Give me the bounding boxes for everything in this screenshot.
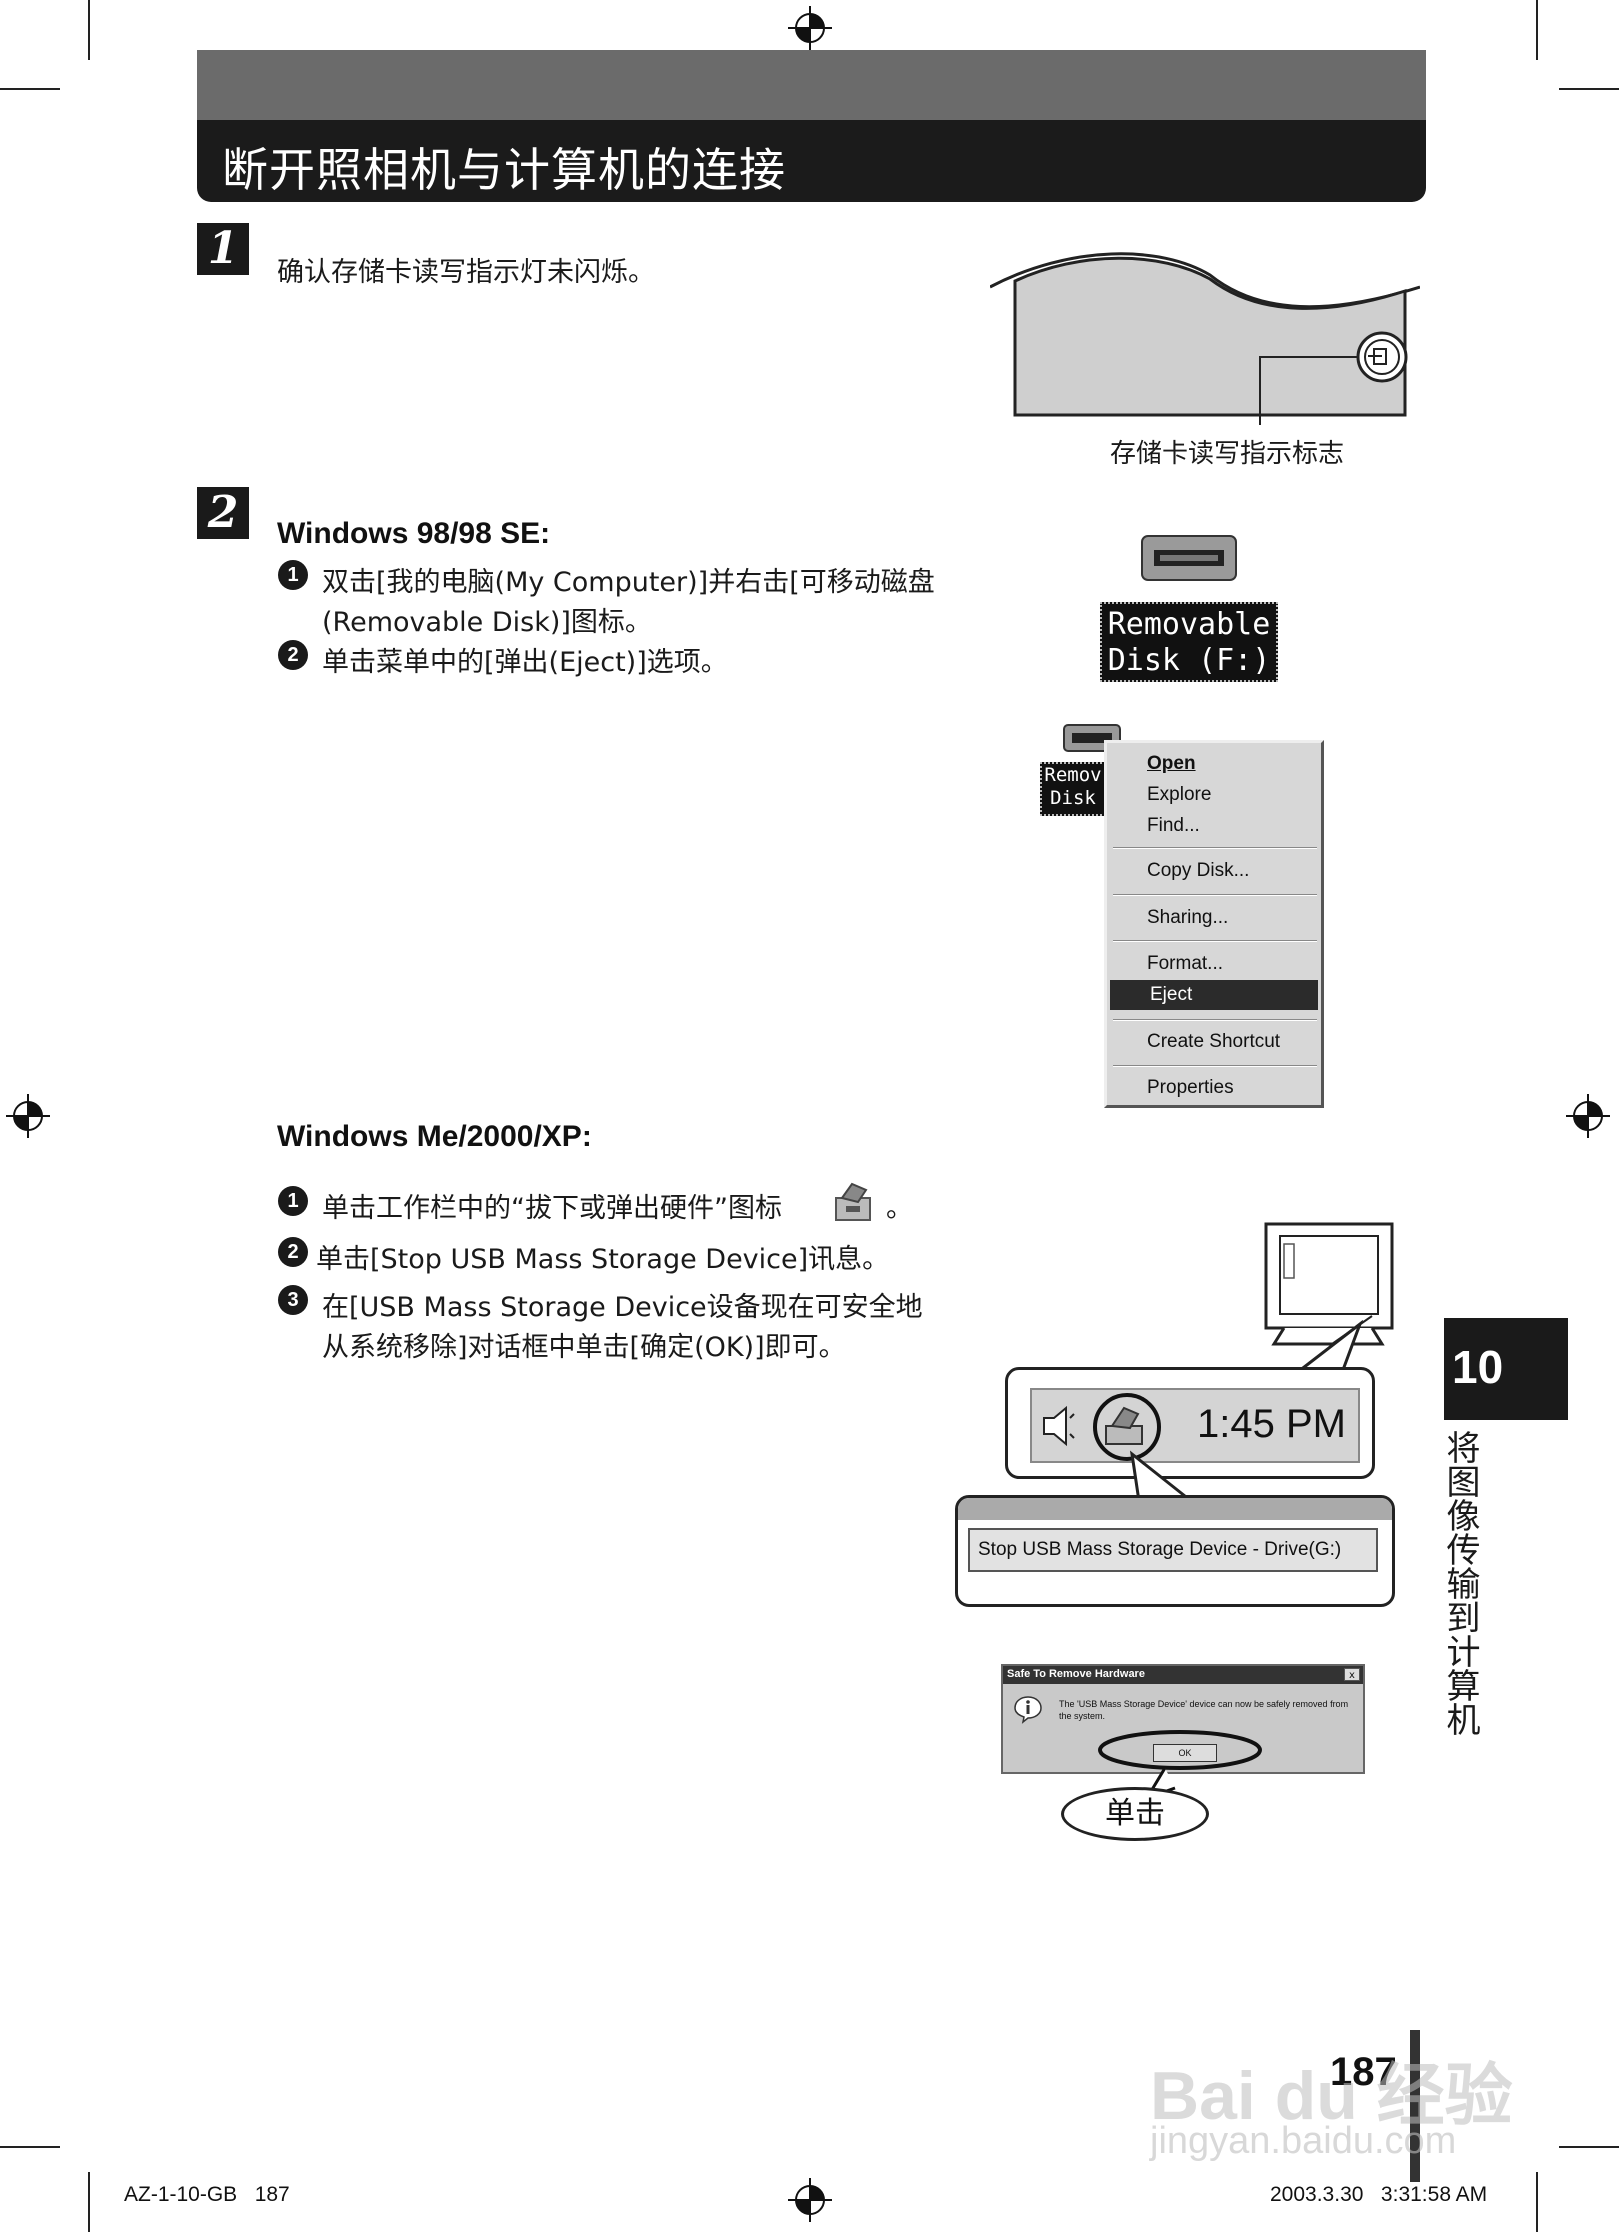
menu-item-format[interactable]: Format... [1147,953,1224,974]
registration-mark-icon [1566,1094,1610,1138]
menu-item-explore[interactable]: Explore [1147,784,1212,805]
registration-mark-icon [788,6,832,50]
win98-step-1-line1: 双击[我的电脑(My Computer)]并右击[可移动磁盘 [322,567,935,598]
title-banner: 断开照相机与计算机的连接 [197,50,1426,202]
stop-callout-header [958,1498,1392,1520]
menu-separator [1113,1019,1317,1021]
step-1-number: 1 [197,223,249,275]
taskbar-tray-callout: 1:45 PM [1005,1367,1375,1479]
menu-item-create-shortcut[interactable]: Create Shortcut [1147,1031,1281,1052]
dialog-message: The 'USB Mass Storage Device' device can… [1059,1699,1349,1721]
step-2-number: 2 [197,487,249,539]
menu-separator [1113,1065,1317,1067]
stop-callout-pointer [1129,1450,1201,1510]
winme-step-2-line1: 单击[Stop USB Mass Storage Device]讯息。 [316,1244,890,1275]
page-title: 断开照相机与计算机的连接 [222,143,786,197]
page-number: 187 [1330,2050,1397,2094]
winme-step-3-badge: 3 [278,1285,308,1315]
menu-item-properties[interactable]: Properties [1147,1077,1234,1098]
unplug-eject-hardware-icon[interactable] [1092,1392,1162,1462]
menu-separator [1113,847,1317,849]
context-menu: Open Explore Find... Copy Disk... Sharin… [1104,740,1324,1108]
info-icon [1014,1696,1042,1724]
removable-disk-label[interactable]: Removable Disk (F:) [1100,602,1278,682]
system-tray: 1:45 PM [1030,1388,1360,1463]
removable-disk-icon[interactable] [1140,532,1240,586]
footer-left: AZ-1-10-GB 187 [124,2183,290,2206]
tray-callout-pointer [1289,1320,1364,1380]
winme-heading: Windows Me/2000/XP: [277,1120,592,1153]
crop-mark [1559,88,1619,90]
crop-mark [0,88,60,90]
step-1-text: 确认存储卡读写指示灯未闪烁。 [277,257,655,288]
crop-mark [88,0,90,60]
watermark-url: jingyan.baidu.com [1150,2120,1457,2162]
tray-clock: 1:45 PM [1197,1402,1346,1446]
menu-item-open[interactable]: Open [1147,753,1196,774]
indicator-label: 存储卡读写指示标志 [1110,439,1345,469]
menu-item-find[interactable]: Find... [1147,815,1200,836]
small-disk-label-line1: Remov [1044,764,1102,786]
registration-mark-icon [6,1094,50,1138]
winme-step-1-line1: 单击工作栏中的“拔下或弹出硬件”图标 [322,1193,782,1224]
registration-mark-icon [788,2178,832,2222]
winme-step-2-badge: 2 [278,1237,308,1267]
win98-heading: Windows 98/98 SE: [277,517,551,550]
winme-step-3-line2: 从系统移除]对话框中单击[确定(OK)]即可。 [322,1332,846,1363]
crop-mark [1536,2172,1538,2232]
small-disk-label-line2: Disk [1050,787,1096,809]
dialog-close-button[interactable]: x [1344,1668,1360,1681]
removable-disk-small-label[interactable]: Remov Disk [1040,762,1106,816]
click-callout-label: 单击 [1061,1787,1209,1841]
removable-disk-label-line1: Removable [1107,607,1271,642]
volume-icon[interactable] [1040,1404,1080,1448]
win98-step-1-badge: 1 [278,560,308,590]
page-number-bar [1410,2030,1420,2182]
chapter-tab-title: 将图像传输到计算机 [1440,1430,1480,1736]
crop-mark [88,2172,90,2232]
removable-disk-label-line2: Disk (F:) [1107,643,1271,678]
crop-mark [1536,0,1538,60]
watermark-brand: Bai du 经验 [1150,2058,1513,2134]
dialog-ok-button[interactable]: OK [1153,1744,1217,1762]
menu-item-copy-disk[interactable]: Copy Disk... [1147,860,1250,881]
winme-step-1-suffix: 。 [886,1193,913,1224]
winme-step-3-line1: 在[USB Mass Storage Device设备现在可安全地 [322,1292,923,1323]
card-access-indicator-figure [990,252,1420,425]
monitor-icon [1264,1222,1394,1346]
winme-step-1-badge: 1 [278,1186,308,1216]
chapter-tab: 10 [1444,1318,1568,1420]
footer-right: 2003.3.30 3:31:58 AM [1270,2183,1488,2206]
menu-item-sharing[interactable]: Sharing... [1147,907,1229,928]
win98-step-2-line1: 单击菜单中的[弹出(Eject)]选项。 [322,647,728,678]
stop-device-callout: Stop USB Mass Storage Device - Drive(G:) [955,1495,1395,1607]
stop-usb-device-message[interactable]: Stop USB Mass Storage Device - Drive(G:) [968,1528,1378,1572]
menu-separator [1113,940,1317,942]
crop-mark [1559,2146,1619,2148]
win98-step-1-line2: (Removable Disk)]图标。 [322,607,652,638]
dialog-title: Safe To Remove Hardware [1003,1666,1363,1684]
safe-to-remove-dialog: Safe To Remove Hardware x The 'USB Mass … [1001,1664,1365,1774]
crop-mark [0,2146,60,2148]
menu-separator [1113,894,1317,896]
unplug-eject-hardware-icon [835,1182,871,1221]
menu-item-eject[interactable]: Eject [1110,980,1318,1010]
win98-step-2-badge: 2 [278,640,308,670]
